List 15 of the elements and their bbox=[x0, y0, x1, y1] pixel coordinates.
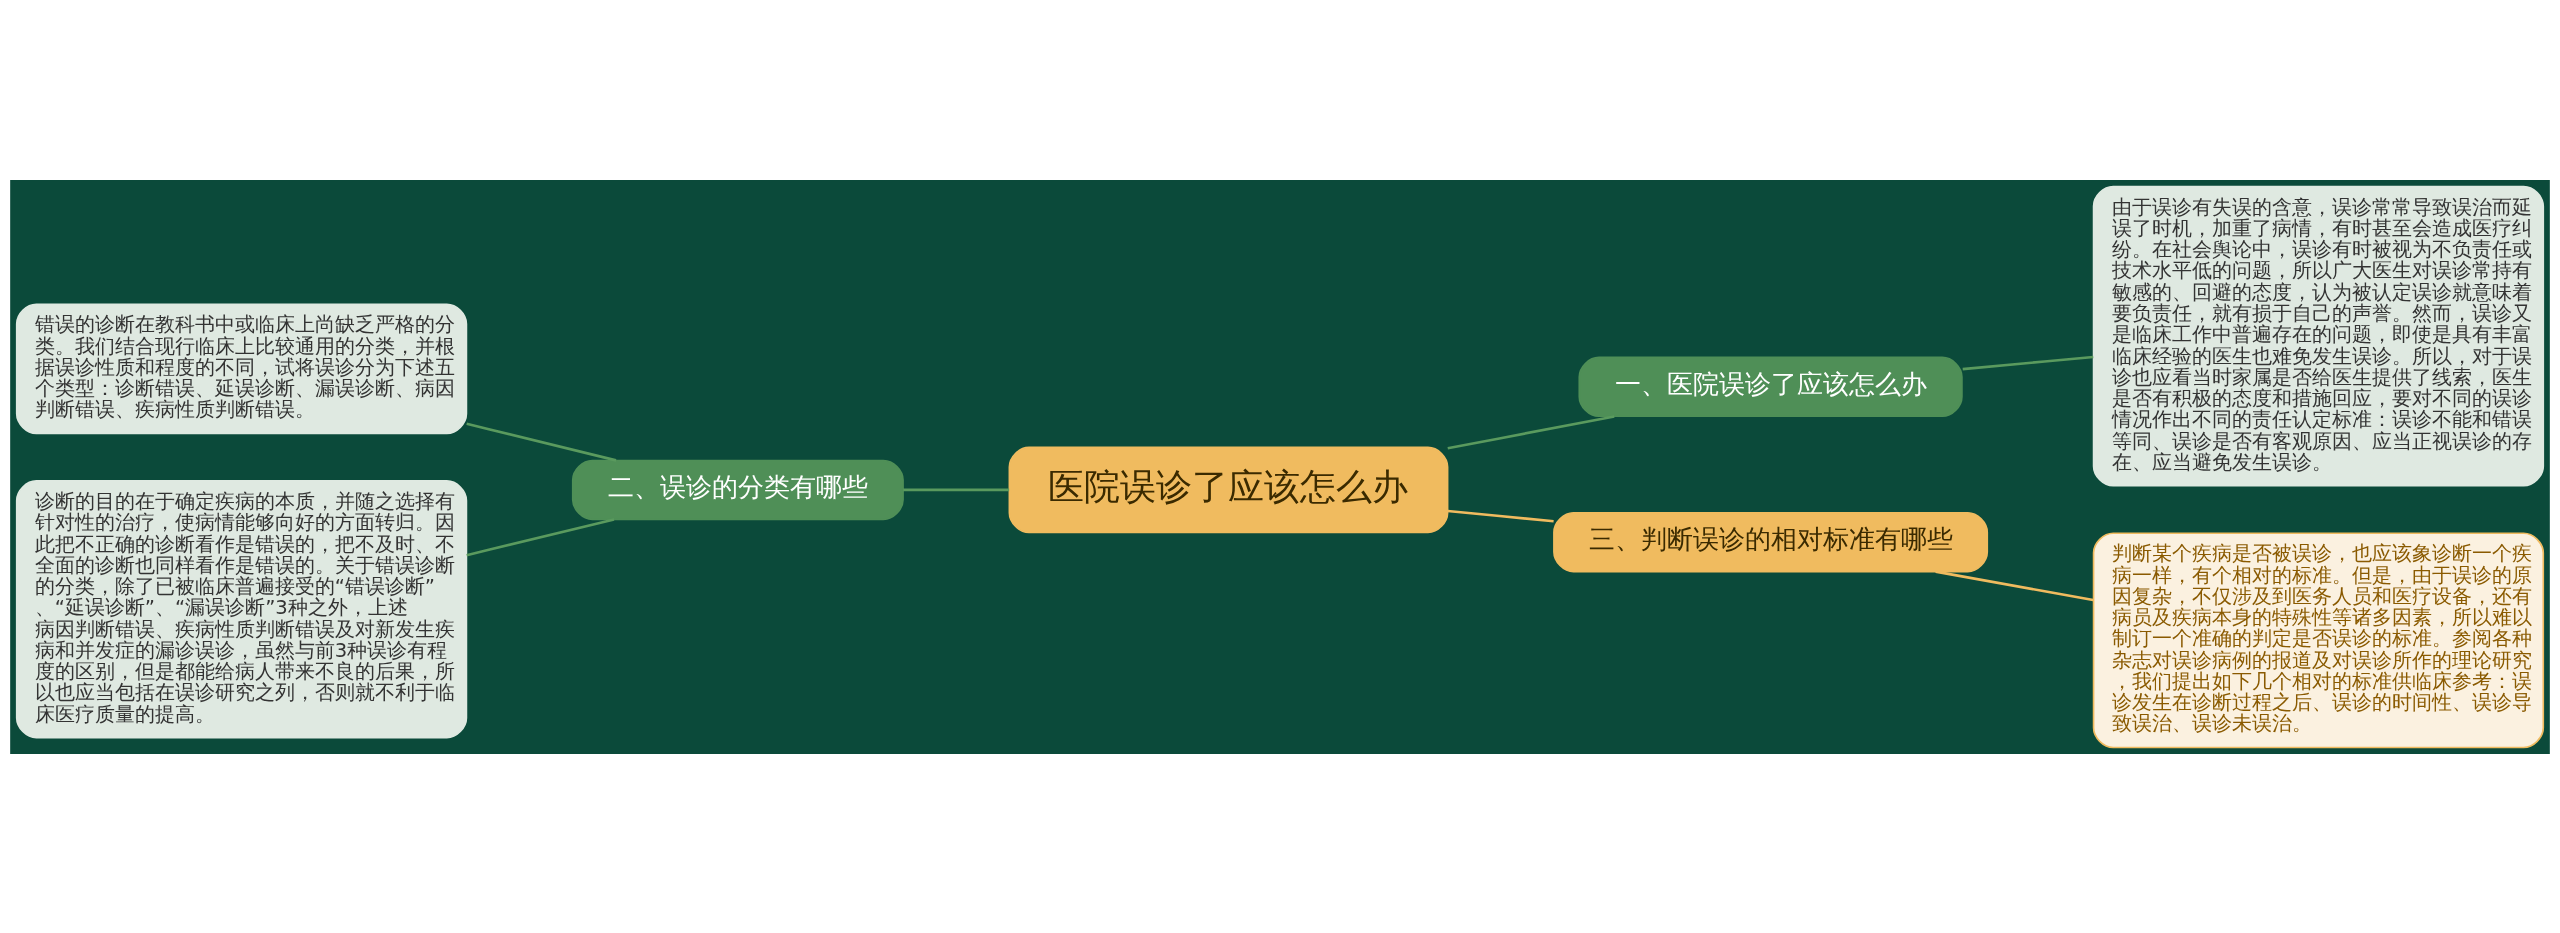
connector bbox=[903, 488, 1010, 491]
node-box: 医院误诊了应该怎么办 bbox=[1008, 446, 1449, 533]
node-box: 由于误诊有失误的含意，误诊常常导致误治而延误了时机，加重了病情，有时甚至会造成医疗纠纷。在社会舆论中，误诊有时被视为不负责任或技术水平低的问题，所以广大医生对误诊常持有敏感的、回避的态度，认为被认定误诊就意味着要负责任，就有损于自己的声誉。然而，误诊又是临床工作中普遍存在的问题，即使是具有丰富临床经验的医生也难免发生误诊。所以，对于误诊也应看当时家属是否给医生提供了线索，医生是否有积极的态度和措施回应，要对不同的误诊情况作出不同的责任认定标准：误诊不能和错误等同、误诊是否有客观原因、应当正视误诊的存在、应当避免发生误诊。 bbox=[2092, 185, 2545, 487]
node-box: 二、误诊的分类有哪些 bbox=[571, 459, 904, 520]
connector bbox=[1447, 509, 1554, 523]
node-box: 一、医院误诊了应该怎么办 bbox=[1578, 356, 1963, 417]
connector bbox=[466, 517, 615, 556]
node-box: 判断某个疾病是否被误诊，也应该象诊断一个疾病一样，有个相对的标准。但是，由于误诊的原因复杂，不仅涉及到医务人员和医疗设备，还有病员及疾病本身的特殊性等诸多因素，所以难以制订一个准确的判定是否误诊的标准。参阅各种杂志对误诊病例的报道及对误诊所作的理论研究，我们提出如下几个相对的标准供临床参考：误诊发生在诊断过程之后、误诊的时间性、误诊导致误治、误诊未误治。 bbox=[2092, 531, 2545, 748]
connector bbox=[466, 421, 617, 462]
node-box: 诊断的目的在于确定疾病的本质，并随之选择有针对性的治疗，使病情能够向好的方面转归。因此把不正确的诊断看作是错误的，把不及时、不全面的诊断也同样看作是错误的。关于错误诊断的分类，除了已被临床普遍接受的“错误诊断”、“延误诊断”、“漏误诊断”3种之外，上述病因判断错误、疾病性质判断错误及对新发生疾病和并发症的漏诊误诊，虽然与前3种误诊有程度的区别，但是都能给病人带来不良的后果，所以也应当包括在误诊研究之列，否则就不利于临床医疗质量的提高。 bbox=[15, 479, 468, 738]
connector bbox=[1962, 355, 2094, 370]
connector bbox=[1935, 569, 2094, 601]
connector bbox=[1447, 414, 1615, 450]
node-box: 三、判断误诊的相对标准有哪些 bbox=[1553, 511, 1989, 572]
node-box: 错误的诊断在教科书中或临床上尚缺乏严格的分类。我们结合现行临床上比较通用的分类，并根据误诊性质和程度的不同，试将误诊分为下述五个类型：诊断错误、延误诊断、漏误诊断、病因判断错误、疾病性质判断错误。 bbox=[15, 302, 468, 434]
